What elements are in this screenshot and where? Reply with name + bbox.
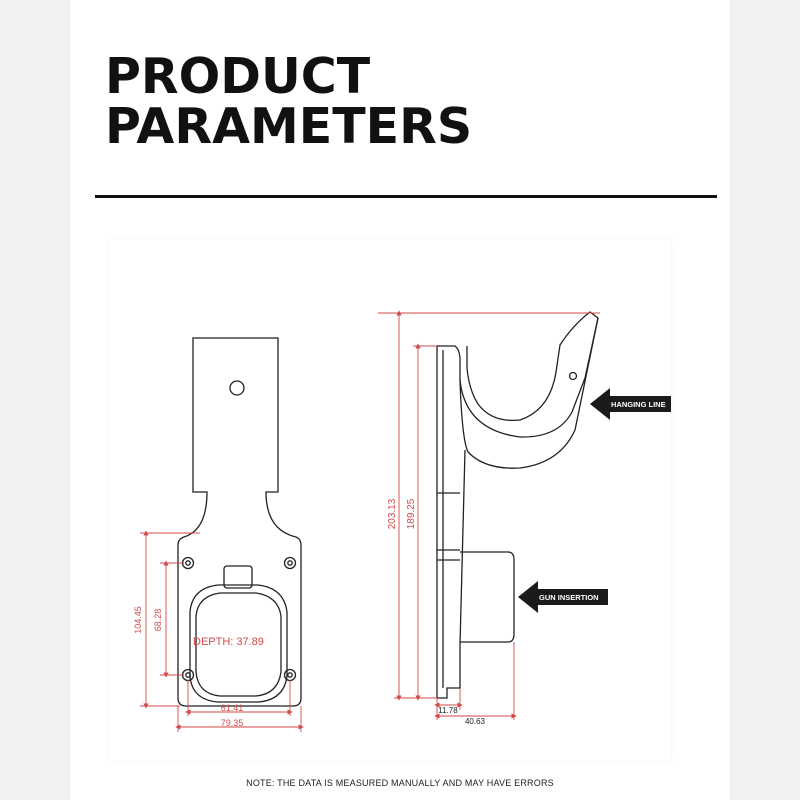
side-view — [436, 311, 599, 699]
dim-label-189: 189.25 — [406, 498, 417, 529]
title-divider — [95, 195, 717, 198]
gun-insertion-callout: GUN INSERTION — [518, 581, 608, 613]
gun-socket-side — [460, 551, 515, 643]
front-dimension-labels: 104.45 68.28 61.41 79.35 DEPTH: 37.89 — [133, 606, 264, 728]
hanging-line-arrow — [590, 388, 671, 420]
dim-label-104: 104.45 — [133, 606, 143, 634]
depth-label: DEPTH: 37.89 — [193, 636, 264, 648]
dim-label-68: 68.28 — [153, 609, 163, 632]
dim-label-61: 61.41 — [221, 703, 244, 713]
footer-note: NOTE: THE DATA IS MEASURED MANUALLY AND … — [246, 778, 554, 788]
screw-hole-inner — [287, 672, 293, 678]
side-dimensions — [378, 310, 600, 720]
dim-label-11: 11.78 — [438, 706, 458, 715]
dim-label-203: 203.13 — [387, 498, 398, 529]
title-line-2: PARAMETERS — [105, 98, 473, 155]
side-dimension-labels: 203.13 189.25 — [387, 498, 417, 529]
screw-hole — [283, 556, 297, 570]
gun-insertion-arrow — [518, 581, 608, 613]
title-line-1: PRODUCT — [105, 48, 371, 105]
front-view-outline — [177, 337, 302, 707]
side-small-labels: 11.78 40.63 — [438, 706, 485, 726]
hook-hole — [568, 371, 578, 381]
hanging-hole — [229, 380, 245, 396]
screw-hole-inner — [287, 560, 293, 566]
hook-lower — [459, 317, 599, 469]
page-title: PRODUCT PARAMETERS — [105, 52, 472, 152]
drawing-panel — [110, 240, 670, 760]
screw-hole — [181, 668, 195, 682]
socket-inner — [195, 592, 282, 697]
hook-outline — [437, 311, 599, 438]
front-view — [177, 337, 302, 707]
screw-hole-inner — [185, 560, 191, 566]
dim-label-79: 79.35 — [221, 718, 244, 728]
screw-hole — [181, 556, 195, 570]
socket-rim — [189, 584, 288, 703]
latch-tab — [223, 565, 253, 589]
front-dimensions — [140, 530, 304, 732]
dim-label-40: 40.63 — [465, 717, 486, 726]
hanging-line-label: HANGING LINE — [611, 400, 666, 409]
hanging-line-callout: HANGING LINE — [590, 388, 671, 420]
gun-insertion-label: GUN INSERTION — [539, 593, 599, 602]
